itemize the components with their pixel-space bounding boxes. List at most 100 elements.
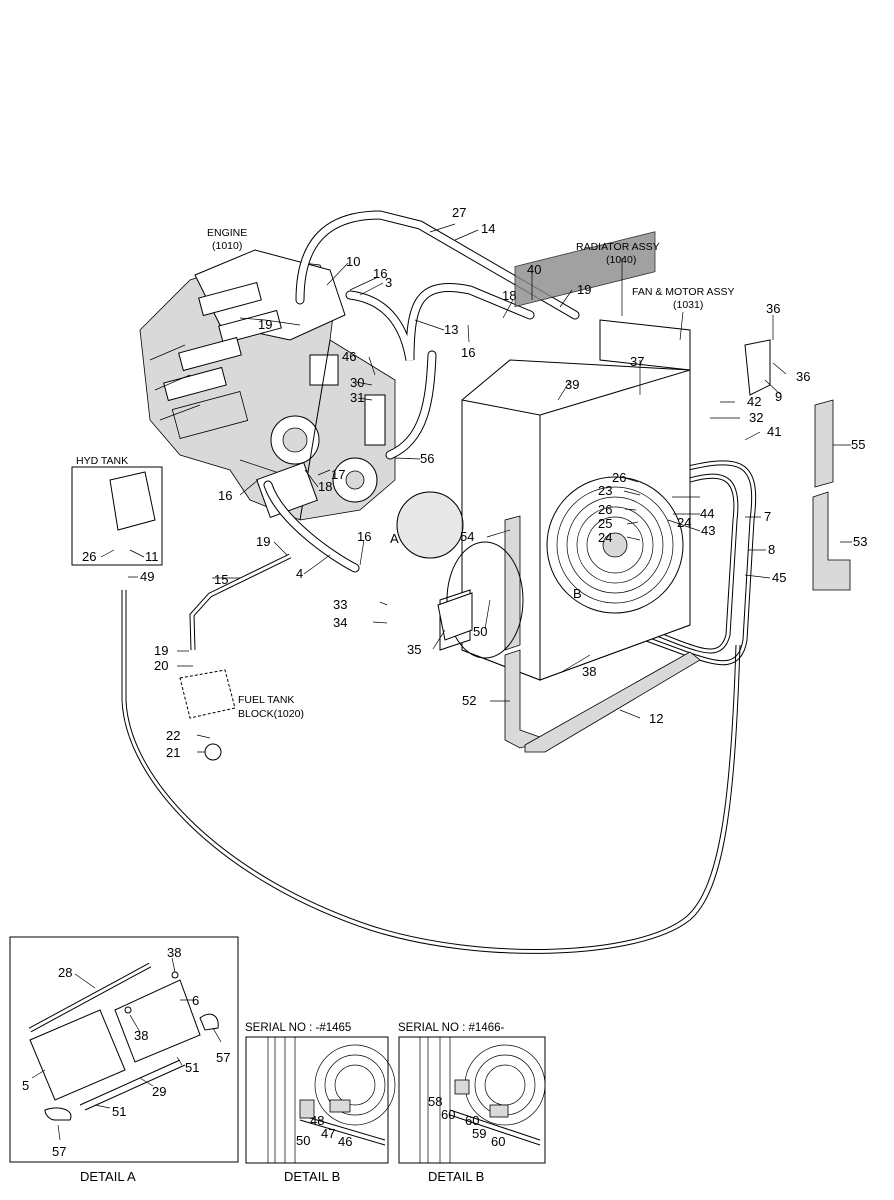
- detail-b2-label: 60: [491, 1134, 505, 1149]
- detail-a-label: 57: [216, 1050, 230, 1065]
- detail-a-label: 51: [112, 1104, 126, 1119]
- part-label: 16: [357, 529, 371, 544]
- part-label: 22: [166, 728, 180, 743]
- callout-b: B: [573, 586, 582, 601]
- detail-b1-label: 46: [338, 1134, 352, 1149]
- serial-range-1: SERIAL NO : -#1465: [245, 1022, 351, 1034]
- part-label: 46: [342, 349, 356, 364]
- part-label: 18: [502, 288, 516, 303]
- radiator-number: (1040): [606, 254, 636, 266]
- detail-b1-label: 50: [296, 1133, 310, 1148]
- part-label: 31: [350, 390, 364, 405]
- part-label: 9: [775, 389, 782, 404]
- part-label: 32: [749, 410, 763, 425]
- radiator-drawing: [439, 231, 691, 681]
- part-label: 39: [565, 377, 579, 392]
- fuel-tank-block-label: BLOCK(1020): [238, 708, 304, 720]
- part-label: 16: [218, 488, 232, 503]
- detail-b2-label: 58: [428, 1094, 442, 1109]
- part-label: 52: [462, 693, 476, 708]
- detail-a-label: 6: [192, 993, 199, 1008]
- part-label: 24: [598, 530, 612, 545]
- part-label: 23: [598, 483, 612, 498]
- part-label: 8: [768, 542, 775, 557]
- part-label: 12: [649, 711, 663, 726]
- part-label: 35: [407, 642, 421, 657]
- detail-b2-label: 60: [465, 1113, 479, 1128]
- fuel-tank-label: FUEL TANK: [238, 694, 294, 706]
- part-label: 42: [747, 394, 761, 409]
- part-label: 54: [460, 529, 474, 544]
- part-label: 21: [166, 745, 180, 760]
- part-label: 11: [145, 549, 159, 564]
- part-label: 38: [582, 664, 596, 679]
- part-label: 15: [214, 572, 228, 587]
- part-label: 10: [346, 254, 360, 269]
- part-label: 40: [527, 262, 541, 277]
- part-label: 17: [331, 467, 345, 482]
- detail-a-label: 28: [58, 965, 72, 980]
- leader-lines: [100, 223, 852, 753]
- part-label: 19: [258, 317, 272, 332]
- engine-number: (1010): [212, 240, 242, 252]
- part-label: 36: [796, 369, 810, 384]
- hoses: [121, 210, 757, 954]
- part-label: 30: [350, 375, 364, 390]
- detail-a-label: 38: [167, 945, 181, 960]
- detail-b2-caption: DETAIL B: [428, 1169, 484, 1184]
- part-label: 26: [612, 470, 626, 485]
- serial-range-2: SERIAL NO : #1466-: [398, 1022, 504, 1034]
- part-label: 41: [767, 424, 781, 439]
- part-label: 27: [452, 205, 466, 220]
- part-label: 49: [140, 569, 154, 584]
- part-label: 25: [598, 516, 612, 531]
- part-label: 43: [701, 523, 715, 538]
- part-label: 45: [772, 570, 786, 585]
- detail-b1-caption: DETAIL B: [284, 1169, 340, 1184]
- part-label: 33: [333, 597, 347, 612]
- detail-b1-label: 48: [310, 1113, 324, 1128]
- side-parts: [71, 339, 851, 761]
- part-label: 34: [333, 615, 347, 630]
- part-label: 3: [385, 275, 392, 290]
- detail-b1-label: 47: [321, 1126, 335, 1141]
- detail-a-label: 51: [185, 1060, 199, 1075]
- fan-motor-number: (1031): [673, 299, 703, 311]
- part-label: 19: [154, 643, 168, 658]
- part-number-labels: 27 14 10 16 3 40 18 19 19 13 16 46 30 31…: [82, 205, 867, 760]
- part-label: 36: [766, 301, 780, 316]
- detail-a: 38 28 6 38 57 51 5 29 51 57 DETAIL A: [9, 936, 239, 1184]
- detail-b2-label: 59: [472, 1126, 486, 1141]
- part-label: 7: [764, 509, 771, 524]
- engine-drawing: [139, 249, 396, 521]
- part-label: 37: [630, 354, 644, 369]
- detail-b-2: SERIAL NO : #1466- 58 60 60 59 60 DETAIL…: [398, 1022, 546, 1184]
- engine-label: ENGINE: [207, 227, 247, 239]
- fan-motor-label: FAN & MOTOR ASSY: [632, 286, 735, 298]
- part-label: 16: [373, 266, 387, 281]
- detail-a-label: 38: [134, 1028, 148, 1043]
- part-label: 4: [296, 566, 303, 581]
- part-label: 19: [577, 282, 591, 297]
- radiator-label: RADIATOR ASSY: [576, 241, 660, 253]
- part-label: 44: [700, 506, 714, 521]
- assembly-labels: ENGINE (1010) RADIATOR ASSY (1040) FAN &…: [76, 227, 735, 720]
- part-label: 19: [256, 534, 270, 549]
- part-label: 53: [853, 534, 867, 549]
- part-label: 26: [82, 549, 96, 564]
- detail-a-caption: DETAIL A: [80, 1169, 136, 1184]
- part-label: 50: [473, 624, 487, 639]
- part-label: 16: [461, 345, 475, 360]
- part-label: 20: [154, 658, 168, 673]
- part-label: 26: [598, 502, 612, 517]
- part-label: 56: [420, 451, 434, 466]
- part-label: 13: [444, 322, 458, 337]
- detail-b-1: SERIAL NO : -#1465 48 50 47 46 DETAIL B: [245, 1022, 396, 1184]
- part-label: 55: [851, 437, 865, 452]
- detail-b2-label: 60: [441, 1107, 455, 1122]
- part-label: 24: [677, 515, 691, 530]
- detail-a-label: 29: [152, 1084, 166, 1099]
- part-label: 14: [481, 221, 495, 236]
- detail-a-label: 57: [52, 1144, 66, 1159]
